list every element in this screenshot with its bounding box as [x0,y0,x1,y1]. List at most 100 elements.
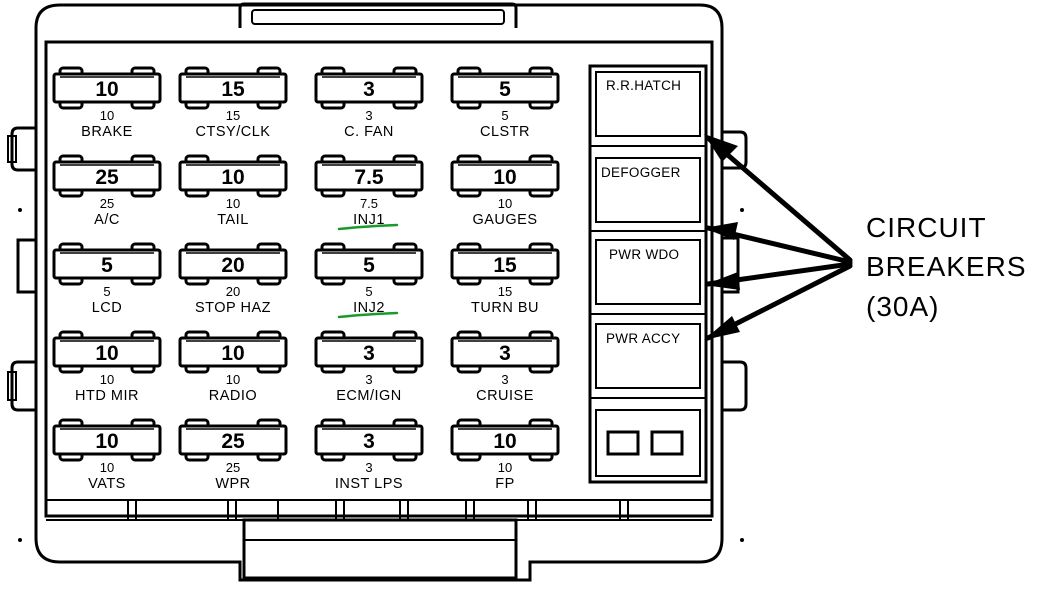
fuse-body [450,160,560,192]
fuse-rating-small: 3 [365,460,372,475]
fuse-label: INST LPS [335,476,403,492]
fuse-rating-small: 5 [501,108,508,123]
fuse-body [314,336,424,368]
fuse-body [52,424,162,456]
fuse-rating: 10 [493,166,516,189]
fuse-body [178,248,288,280]
fuse-rating-small: 10 [100,108,114,123]
fuse-label: HTD MIR [75,388,139,404]
fuse-label: C. FAN [344,124,394,140]
callout-arrows [704,134,853,341]
fuse-rating: 10 [95,430,118,453]
callout-line-circuit: CIRCUIT [866,212,987,243]
fuse-rating-small: 10 [100,460,114,475]
fuse-body [314,424,424,456]
fuse-label: BRAKE [81,124,133,140]
fuse-label: TAIL [217,212,249,228]
callout-line-30a: (30A) [866,291,939,322]
fuse-rating: 10 [95,342,118,365]
fuse-label: A/C [94,212,120,228]
fuse-rating-small: 25 [226,460,240,475]
fuse-label: FP [495,476,515,492]
fuse-rating: 10 [493,430,516,453]
fuse-body [52,160,162,192]
fuse-rating: 5 [499,78,511,101]
fuse-label: TURN BU [471,300,539,316]
circuit-breaker-label-pwr-wdo: PWR WDO [609,247,679,262]
fuse-body [314,248,424,280]
fuse-rating: 10 [221,342,244,365]
fuse-rating: 25 [221,430,245,453]
fuse-body [450,248,560,280]
fuse-rating-small: 5 [365,284,372,299]
fuse-rating-small: 7.5 [360,196,378,211]
fuse-rating: 3 [363,78,375,101]
fuse-rating-small: 10 [226,196,240,211]
fuse-rating: 10 [221,166,244,189]
fuse-body [52,336,162,368]
circuit-breaker-label-rr-hatch: R.R.HATCH [606,78,681,93]
fuse-label: CTSY/CLK [196,124,271,140]
fuse-body [178,336,288,368]
fuse-body [52,248,162,280]
fuse-label: INJ1 [353,212,385,228]
fuse-rating-small: 25 [100,196,114,211]
fuse-rating-small: 15 [226,108,240,123]
fuse-rating: 5 [101,254,113,277]
fuse-body [178,160,288,192]
fuse-rating-small: 15 [498,284,512,299]
fuse-c-fan[interactable]: 33C. FAN [314,66,424,140]
circuit-breaker-label-defogger: DEFOGGER [601,165,681,180]
fuse-body [178,424,288,456]
fuse-box-housing [7,2,748,582]
fuse-rating-small: 3 [501,372,508,387]
fuse-rating-small: 3 [365,108,372,123]
fuse-rating-small: 10 [226,372,240,387]
circuit-breaker-column [588,64,708,484]
fuse-body [450,336,560,368]
fuse-body [450,72,560,104]
fuse-body [450,424,560,456]
fuse-rating: 10 [95,78,118,101]
fuse-label: WPR [215,476,250,492]
fuse-body [314,160,424,192]
circuit-breaker-label-pwr-accy: PWR ACCY [606,331,680,346]
fuse-rating-small: 5 [103,284,110,299]
fuse-label: LCD [92,300,123,316]
fuse-label: STOP HAZ [195,300,271,316]
fuse-body [178,72,288,104]
fuse-rating: 15 [493,254,517,277]
fuse-rating: 3 [499,342,511,365]
green-underline-annotation [337,223,399,231]
fuse-label: GAUGES [472,212,537,228]
fuse-label: RADIO [209,388,257,404]
fuse-rating-small: 10 [498,196,512,211]
fuse-body [52,72,162,104]
fuse-rating: 3 [363,430,375,453]
fuse-rating-small: 10 [498,460,512,475]
callout-line-breakers: BREAKERS [866,251,1027,282]
fuse-rating: 7.5 [354,166,384,189]
fuse-rating-small: 3 [365,372,372,387]
